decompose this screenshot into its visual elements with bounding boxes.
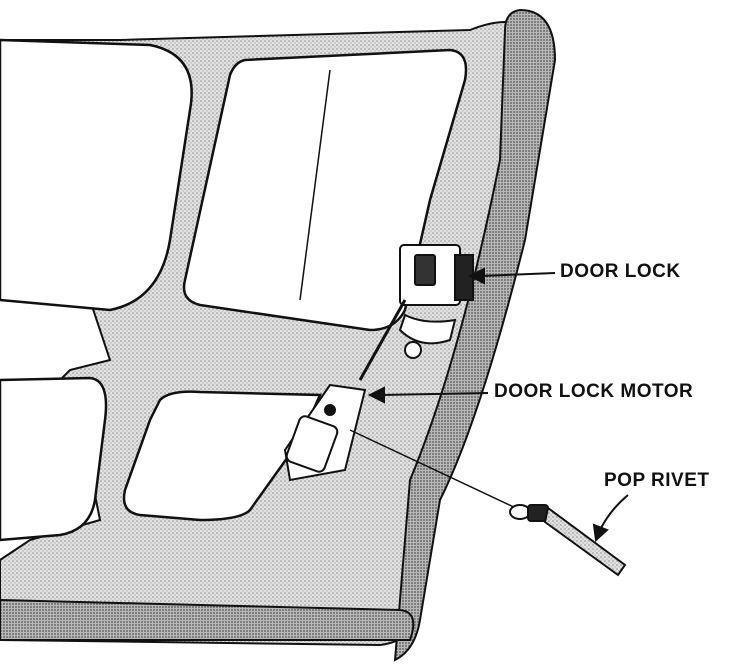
upper-access-opening <box>182 48 468 332</box>
arrow-door-lock-motor <box>367 386 385 404</box>
arrow-door-lock <box>467 267 485 285</box>
door-lock-motor-label: DOOR LOCK MOTOR <box>494 381 694 402</box>
door-lock-latch <box>398 244 474 359</box>
leader-lines <box>367 267 629 543</box>
pop-rivet-label: POP RIVET <box>604 470 710 491</box>
door-lock-motor <box>283 383 367 482</box>
left-lower-cutout <box>0 376 108 542</box>
left-upper-cutout <box>0 38 193 312</box>
arrow-pop-rivet <box>592 523 609 543</box>
rivet-guide-line <box>349 429 521 511</box>
lower-access-opening <box>122 390 322 522</box>
door-lock-label: DOOR LOCK <box>560 261 681 282</box>
pop-rivet <box>509 504 627 577</box>
lock-linkage-rod <box>358 299 407 381</box>
door-edge-pillar <box>393 8 557 662</box>
door-bottom-sill <box>0 598 415 641</box>
